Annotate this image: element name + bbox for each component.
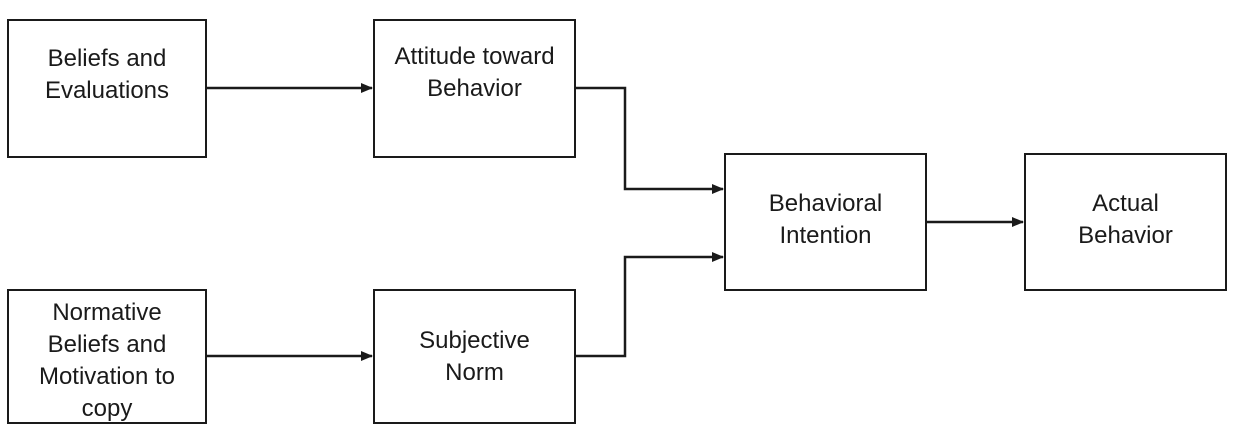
node-label: Behavioral Intention [768,190,883,249]
node-label: Normative Beliefs and Motivation to copy [38,298,176,422]
node-beliefs-and-evaluations: Beliefs and Evaluations [7,19,207,158]
node-actual-behavior: Actual Behavior [1024,153,1227,291]
node-label: Subjective Norm [419,326,530,386]
node-label: Actual Behavior [1078,190,1173,249]
node-label: Attitude toward Behavior [394,42,555,102]
node-normative-beliefs: Normative Beliefs and Motivation to copy [7,289,207,424]
arrow-attitude-to-intention [576,86,724,194]
node-behavioral-intention: Behavioral Intention [724,153,927,291]
node-label: Beliefs and Evaluations [44,44,170,104]
node-attitude-toward-behavior: Attitude toward Behavior [373,19,576,158]
node-subjective-norm: Subjective Norm [373,289,576,424]
arrow-subjective-to-intention [576,252,724,358]
